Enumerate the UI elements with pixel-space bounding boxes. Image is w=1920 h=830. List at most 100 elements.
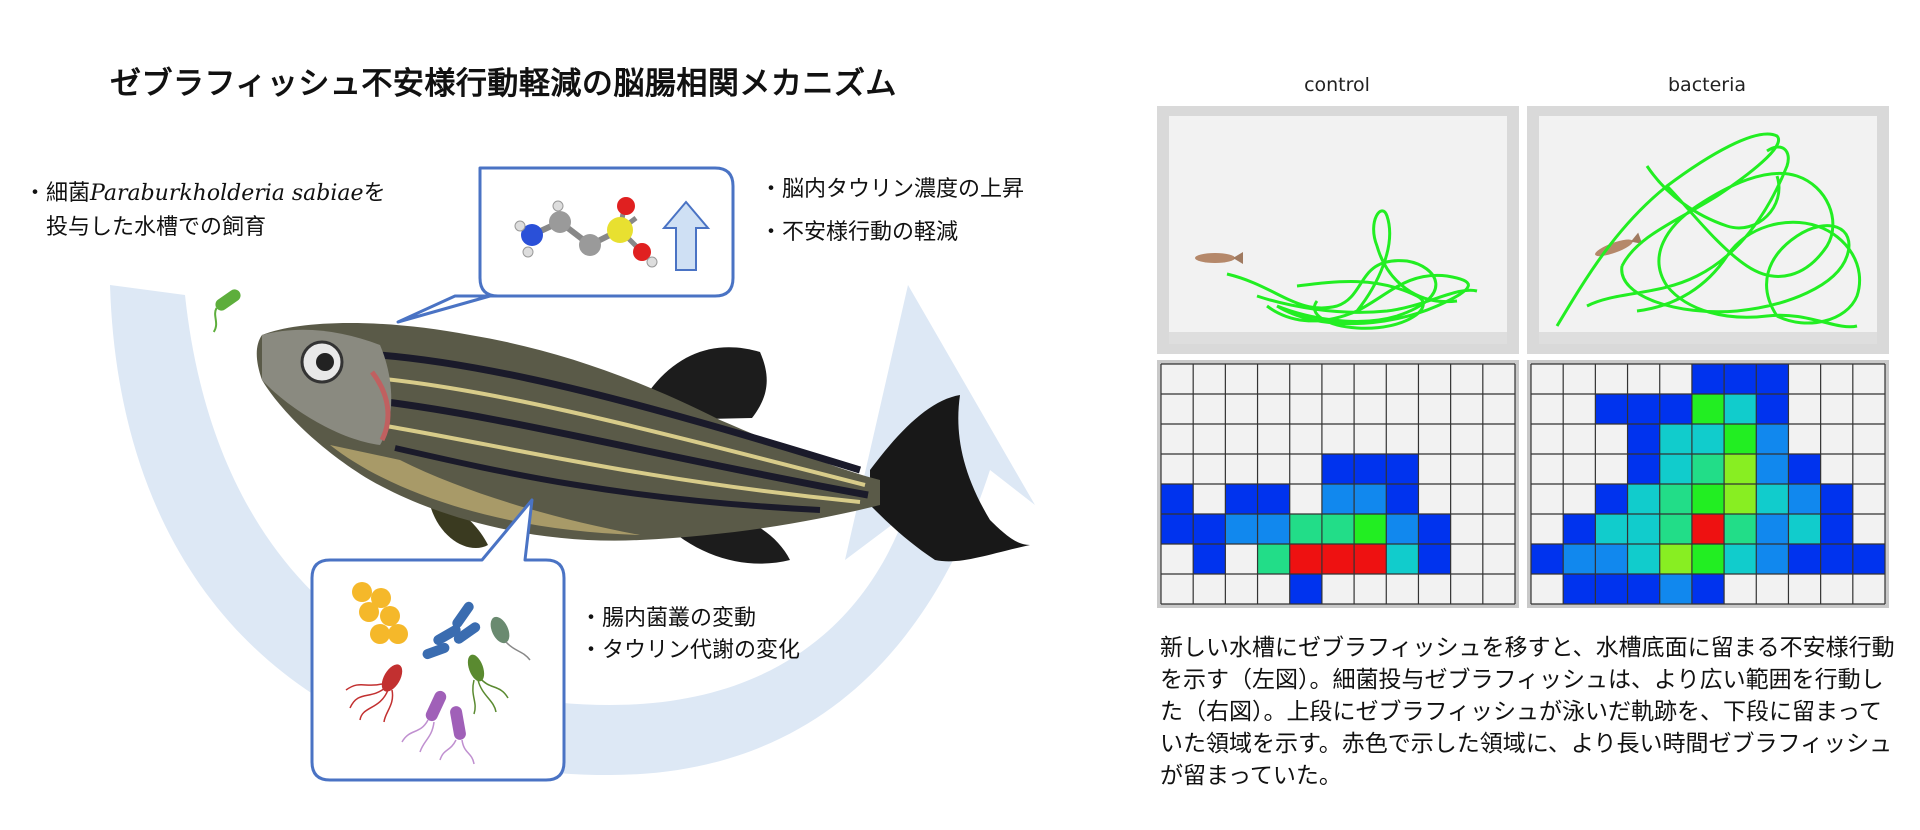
heatmap-cell-bacteria [1595,484,1628,514]
column-label-control: control [1304,74,1370,96]
trajectory-panel-control [1157,106,1519,354]
taurine-molecule-icon [514,197,658,268]
heatmap-cell-bacteria [1627,424,1660,454]
zebrafish-thumbnail [1195,252,1243,264]
trajectory-panel-bacteria [1527,106,1889,354]
heatmap-cell-control [1418,544,1451,574]
heatmap-cell-bacteria [1595,574,1628,604]
heatmap-cell-bacteria [1627,574,1660,604]
heatmap-cell-bacteria [1756,394,1789,424]
heatmap-cell-control [1289,514,1322,544]
heatmap-cell-bacteria [1788,514,1821,544]
heatmap-cell-bacteria [1724,364,1757,394]
heatmap-cell-bacteria [1852,544,1885,574]
gut-effect-1: ・腸内菌叢の変動 [580,606,757,631]
heatmap-cell-bacteria [1724,514,1757,544]
heatmap-cell-bacteria [1691,484,1725,514]
bacteria-treatment-line2: 投与した水槽での飼育 [46,215,267,240]
heatmap-cell-bacteria [1659,424,1692,454]
heatmap-cell-control [1418,514,1451,544]
heatmap-cell-control [1354,454,1387,484]
gut-effect-2: ・タウリン代謝の変化 [580,638,801,663]
heatmap-cell-control [1257,484,1290,514]
heatmap-cell-bacteria [1627,394,1660,424]
page-title: ゼブラフィッシュ不安様行動軽減の脳腸相関メカニズム [110,66,897,102]
swim-trace-control [1226,209,1478,330]
heatmap-cell-control [1289,544,1322,574]
heatmap-cell-bacteria [1627,514,1660,544]
heatmap-panel-bacteria [1527,360,1889,608]
heatmap-cell-control [1257,514,1290,544]
heatmap-cell-bacteria [1756,484,1789,514]
heatmap-cell-control [1386,484,1419,514]
heatmap-cell-bacteria [1691,544,1725,574]
heatmap-cell-control [1354,544,1387,574]
heatmap-cell-bacteria [1820,514,1853,544]
heatmap-cell-bacteria [1563,514,1596,544]
gut-bacteria-icons [345,582,531,765]
heatmap-cell-bacteria [1724,544,1757,574]
heatmap-cell-control [1321,544,1355,574]
heatmap-cell-bacteria [1820,484,1853,514]
heatmap-cell-bacteria [1788,544,1821,574]
heatmap-cell-bacteria [1627,454,1660,484]
gut-speech-bubble [310,498,566,782]
heatmap-grid-control [1160,363,1516,605]
brain-effect-2: ・不安様行動の軽減 [760,220,959,245]
bacterium-icon [212,289,241,333]
heatmap-cell-control [1354,484,1387,514]
heatmap-cell-control [1225,514,1258,544]
heatmap-cell-bacteria [1724,394,1757,424]
heatmap-cell-control [1193,544,1226,574]
bacteria-treatment-label: ・細菌Paraburkholderia sabiaeを [24,177,386,211]
heatmap-cell-bacteria [1659,514,1692,544]
heatmap-cell-control [1386,454,1419,484]
heatmap-cells-control [1161,454,1451,604]
swim-trace-bacteria [1555,132,1862,329]
bacteria-treatment-prefix: ・細菌 [24,181,91,206]
heatmap-cell-bacteria [1756,454,1789,484]
heatmap-cell-bacteria [1724,454,1757,484]
bacteria-species-name: Paraburkholderia sabiae [90,181,364,206]
column-label-bacteria: bacteria [1667,74,1747,96]
heatmap-cell-bacteria [1691,424,1725,454]
heatmap-cell-bacteria [1531,544,1564,574]
bacteria-treatment-suffix: を [363,181,386,206]
heatmap-cell-bacteria [1756,514,1789,544]
heatmap-cell-bacteria [1691,454,1725,484]
heatmap-cell-bacteria [1691,364,1725,394]
heatmap-cell-control [1321,514,1355,544]
heatmap-cell-control [1354,514,1387,544]
heatmap-cell-bacteria [1563,544,1596,574]
heatmap-cell-bacteria [1659,454,1692,484]
heatmap-cell-bacteria [1627,484,1660,514]
heatmap-cell-bacteria [1756,424,1789,454]
heatmap-cell-bacteria [1595,394,1628,424]
zebrafish-image [256,322,1030,564]
heatmap-cell-bacteria [1563,574,1596,604]
heatmap-cell-control [1257,544,1290,574]
heatmap-cell-bacteria [1691,394,1725,424]
figure-caption: 新しい水槽にゼブラフィッシュを移すと、水槽底面に留まる不安様行動を示す（左図）。… [1160,635,1895,789]
heatmap-cell-bacteria [1659,544,1692,574]
heatmap-cell-control [1161,484,1194,514]
heatmap-cell-bacteria [1627,544,1660,574]
heatmap-cell-bacteria [1659,394,1692,424]
heatmap-cell-control [1289,574,1322,604]
heatmap-cell-bacteria [1659,574,1692,604]
heatmap-cell-control [1161,514,1194,544]
heatmap-cell-bacteria [1724,484,1757,514]
heatmap-cell-control [1193,514,1226,544]
heatmap-cell-control [1321,454,1355,484]
heatmap-cell-bacteria [1595,544,1628,574]
heatmap-cell-bacteria [1788,484,1821,514]
heatmap-cell-bacteria [1756,364,1789,394]
brain-gut-illustration [110,166,1035,782]
heatmap-cell-bacteria [1691,574,1725,604]
heatmap-cell-bacteria [1756,544,1789,574]
heatmap-cell-bacteria [1724,424,1757,454]
heatmap-cell-bacteria [1788,454,1821,484]
heatmap-cell-control [1225,484,1258,514]
heatmap-cells-bacteria [1531,364,1885,604]
heatmap-cell-bacteria [1691,514,1725,544]
